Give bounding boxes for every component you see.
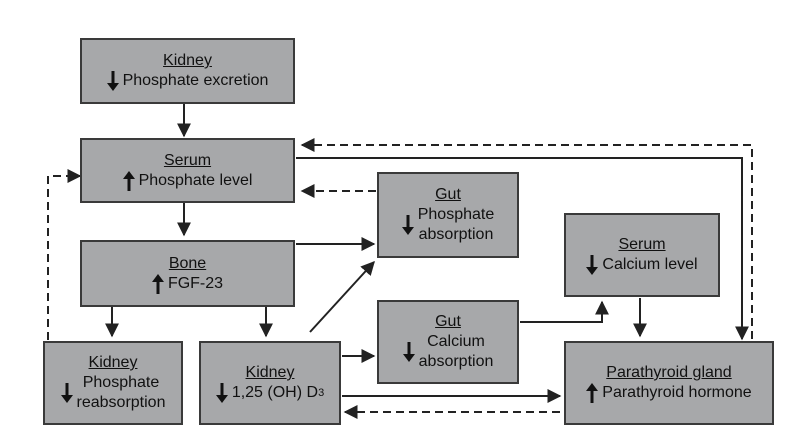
- box-title: Kidney: [88, 354, 138, 371]
- arrow-down-icon: [106, 71, 119, 91]
- gut-calcium-box: Gut Calcium absorption: [377, 300, 519, 384]
- arrow-up-icon: [122, 170, 135, 191]
- box-text: Phosphate level: [138, 171, 253, 189]
- arrow-gut-calcium-to-serum-calcium: [520, 300, 609, 323]
- gut-phosphate-box: Gut Phosphate absorption: [377, 172, 519, 258]
- arrow-down-icon: [402, 342, 415, 362]
- arrow-down-icon: [60, 383, 73, 403]
- arrow-down-icon: [586, 255, 599, 275]
- box-text-line1: Phosphate: [82, 374, 160, 391]
- box-title: Bone: [168, 254, 207, 272]
- box-title: Gut: [435, 313, 461, 330]
- arrow-serum-phosphate-to-parathyroid: [296, 157, 749, 341]
- parathyroid-box: Parathyroid gland Parathyroid hormone: [564, 341, 774, 425]
- box-text-line2: reabsorption: [76, 394, 166, 411]
- box-text-line1: Calcium: [427, 333, 485, 350]
- serum-calcium-box: Serum Calcium level: [564, 213, 720, 297]
- box-text-line2: absorption: [418, 353, 494, 370]
- box-text: Parathyroid hormone: [602, 384, 752, 401]
- arrow-up-icon: [151, 273, 164, 294]
- box-title: Serum: [618, 236, 666, 253]
- serum-phosphate-box: Serum Phosphate level: [80, 138, 295, 203]
- arrow-vitd-to-gut-phosphate: [309, 260, 375, 333]
- bone-box: Bone FGF-23: [80, 240, 295, 307]
- arrow-up-icon: [586, 383, 599, 403]
- kidney-excretion-box: Kidney Phosphate excretion: [80, 38, 295, 104]
- dashed-reabsorption-to-serum: [47, 169, 82, 340]
- box-title: Serum: [163, 151, 212, 169]
- box-text: 1,25 (OH) D: [231, 384, 319, 401]
- kidney-reabsorption-box: Kidney Phosphate reabsorption: [43, 341, 183, 425]
- box-title: Gut: [435, 186, 461, 203]
- arrow-down-icon: [401, 215, 414, 235]
- box-title: Kidney: [163, 52, 212, 69]
- arrow-down-icon: [215, 383, 228, 403]
- box-text-line2: absorption: [418, 226, 494, 243]
- box-title: Parathyroid gland: [606, 364, 732, 381]
- box-title: Kidney: [245, 364, 295, 381]
- box-text-line1: Phosphate: [417, 206, 495, 223]
- box-text: Calcium level: [602, 256, 698, 273]
- box-text: FGF-23: [167, 274, 224, 292]
- box-text: Phosphate excretion: [122, 72, 269, 89]
- dashed-parathyroid-to-serum-phosphate: [300, 138, 753, 339]
